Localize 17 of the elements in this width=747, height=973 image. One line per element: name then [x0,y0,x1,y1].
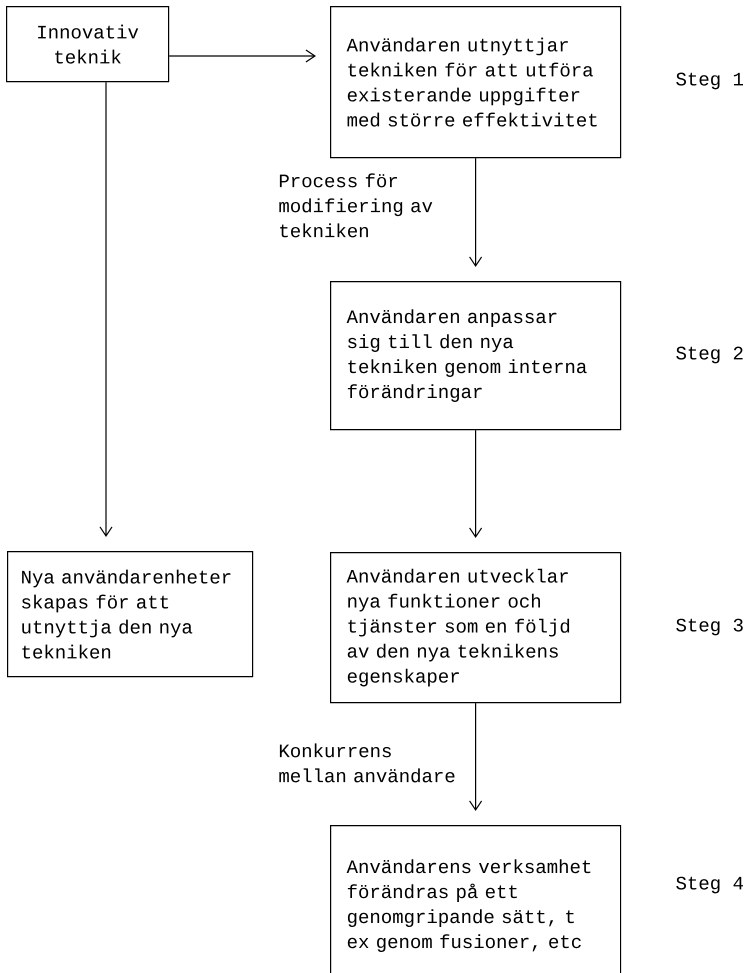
process-box: Nya användarenheter skapas för att utnyttja den nya tekniken [7,551,254,678]
arrow [100,82,112,537]
process-box: Användarens verksamhet förändras på ett genomgripande sätt, t ex genom fusioner, etc [330,825,622,973]
step-label: Steg 4 [676,876,743,894]
process-box: Innovativ teknik [6,6,170,82]
arrow [469,158,482,267]
process-box: Användaren anpassar sig till den nya tekniken genom interna förändringar [330,281,622,430]
process-box: Användaren utnyttjar tekniken för att utföra existerande uppgifter med större effektivitet [330,6,622,158]
edge-label: Konkurrens mellan användare [279,743,454,782]
step-label: Steg 2 [676,346,743,364]
arrow [469,703,482,811]
arrow [469,430,482,538]
process-box: Användaren utvecklar nya funktioner och tjänster som en följd av den nya teknikens egenskaper [330,552,622,704]
edge-label: Process för modifiering av tekniken [279,173,432,238]
step-label: Steg 3 [676,618,743,636]
step-label: Steg 1 [676,72,744,90]
arrow [169,50,316,62]
